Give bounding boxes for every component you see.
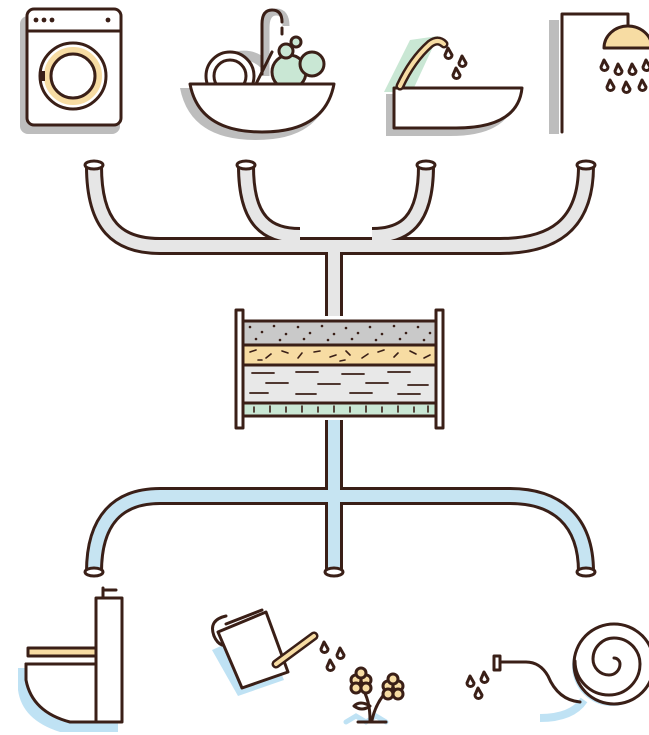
bathroom-sink-icon <box>384 36 524 136</box>
filter-icon <box>234 308 445 430</box>
toilet-icon <box>18 586 124 732</box>
filter-layer-gravel <box>241 319 438 347</box>
kitchen-sink-icon <box>180 8 336 140</box>
filter-layer-sand <box>241 343 438 367</box>
greywater-pipe <box>83 159 597 316</box>
flowers-icon <box>343 666 405 725</box>
garden-hose-icon <box>465 622 649 722</box>
filter-layer-water <box>241 363 438 405</box>
washing-machine-icon <box>20 7 123 134</box>
filter-layer-grass <box>241 401 438 418</box>
clean-water-pipe <box>83 420 597 578</box>
watering-can-icon <box>211 608 346 696</box>
shower-icon <box>549 12 649 134</box>
